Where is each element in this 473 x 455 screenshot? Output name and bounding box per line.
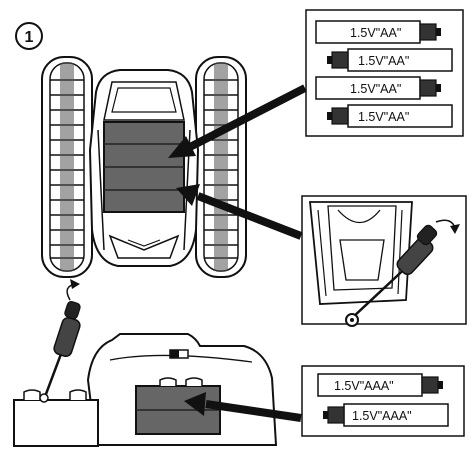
stunt-car-illustration: [41, 56, 247, 278]
remote-cover-piece: [13, 389, 99, 447]
aaa-battery-2: 1.5V"AAA": [323, 403, 449, 427]
arrow-cover-to-car: [176, 184, 303, 240]
power-switch: [169, 349, 189, 359]
aaa-battery-2-label: 1.5V"AAA": [352, 409, 412, 423]
remote-control-illustration: [86, 333, 278, 446]
aa-battery-2: 1.5V"AA": [327, 48, 453, 72]
arrow-aaa-to-remote: [184, 392, 302, 422]
battery-cover: [309, 201, 413, 305]
aa-battery-panel: 1.5V"AA" 1.5V"AA" 1.5V"AA" 1.5V"AA": [305, 9, 464, 137]
svg-text:1: 1: [25, 29, 34, 46]
arrow-aa-to-car: [168, 84, 307, 158]
aaa-battery-panel: 1.5V"AAA" 1.5V"AAA": [301, 365, 465, 437]
aa-battery-3-label: 1.5V"AA": [350, 82, 401, 96]
aa-battery-3: 1.5V"AA": [315, 76, 441, 100]
aaa-battery-1: 1.5V"AAA": [317, 373, 443, 397]
battery-cover-panel: [301, 195, 467, 327]
remote-battery-compartment: [135, 377, 221, 435]
aa-battery-1: 1.5V"AA": [315, 20, 441, 44]
car-battery-compartment: [103, 121, 185, 213]
aa-battery-4: 1.5V"AA": [327, 104, 453, 128]
aa-battery-2-label: 1.5V"AA": [358, 54, 409, 68]
screwdriver-icon: [345, 219, 460, 327]
aa-battery-1-label: 1.5V"AA": [350, 26, 401, 40]
aaa-battery-1-label: 1.5V"AAA": [334, 379, 394, 393]
left-wheel: [41, 56, 93, 278]
remote-screwdriver-icon: [39, 279, 81, 403]
aa-battery-4-label: 1.5V"AA": [358, 110, 409, 124]
step-number-badge: 1: [15, 22, 43, 50]
right-wheel: [195, 56, 247, 278]
